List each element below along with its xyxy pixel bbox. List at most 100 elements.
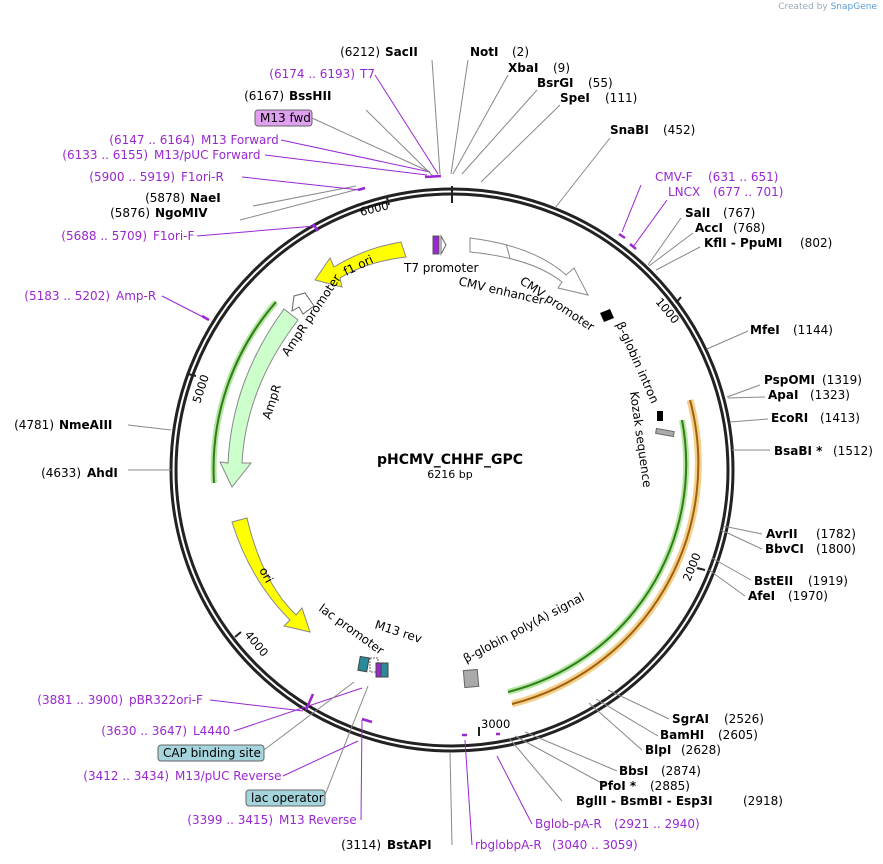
site-pspomi-pos: (1319): [822, 373, 862, 387]
site-sacii-pos: (6212): [340, 45, 380, 59]
site-bstapi-pos: (3114): [341, 838, 381, 852]
site-ngomiv-pos: (5876): [110, 206, 150, 220]
primer-leaders: [161, 74, 668, 846]
primer-f1ori-f-name: F1ori-F: [153, 229, 194, 243]
ori-arrow: [231, 517, 311, 633]
site-spei-name: SpeI: [560, 91, 590, 105]
cmv-divider: [505, 243, 511, 259]
site-afei-name: AfeI: [748, 589, 775, 603]
m13-rev-block: [375, 662, 382, 678]
ampr-arrow: [219, 308, 299, 488]
site-sacii-name: SacII: [385, 45, 418, 59]
plasmid-name: pHCMV_CHHF_GPC: [377, 452, 523, 468]
primer-amp-r-name: Amp-R: [116, 289, 156, 303]
primer-t7-name: T7: [359, 67, 375, 81]
primer-m13-rev-range: (3399 .. 3415): [187, 813, 273, 827]
right-sites: NotI (2) XbaI (9) BsrGI (55) SpeI (111) …: [470, 45, 873, 808]
site-sgrai-pos: (2526): [724, 712, 764, 726]
site-nmeaiii-name: NmeAIII: [59, 418, 112, 432]
site-bglii-bsmbi-esp3i-pos: (2918): [743, 794, 783, 808]
site-noti-pos: (2): [512, 45, 529, 59]
site-kfli-ppumi-name: KflI - PpuMI: [704, 236, 782, 250]
label-polya-signal: β-globin poly(A) signal: [461, 590, 587, 666]
site-acci-name: AccI: [695, 221, 723, 235]
site-bbsi-name: BbsI: [619, 764, 648, 778]
primer-bglob-pa-r-name: Bglob-pA-R: [535, 817, 602, 831]
green-arc-left: [212, 301, 277, 484]
cap-box: [157, 744, 265, 762]
site-bbvci-pos: (1800): [816, 542, 856, 556]
primer-m13fwd-name: M13 Forward: [201, 133, 279, 147]
primer-rbglobpa-r-name: rbglobpA-R: [475, 838, 542, 852]
cmv-arrow: [469, 237, 589, 296]
primer-m13puc-fwd-name: M13/pUC Forward: [154, 148, 261, 162]
site-pspomi-name: PspOMI: [764, 373, 815, 387]
lacop-leader: [324, 685, 369, 796]
primer-m13puc-rev-range: (3412 .. 3434): [83, 769, 169, 783]
site-naei-name: NaeI: [190, 191, 221, 205]
cap-box-label: CAP binding site: [163, 746, 261, 760]
primer-m13-rev-name: M13 Reverse: [279, 813, 357, 827]
site-snabi-name: SnaBI: [610, 123, 649, 137]
kozak-marker: [657, 411, 663, 421]
snapgene-logo: SnapGene: [830, 2, 877, 12]
primer-cmv-f-name: CMV-F: [655, 170, 693, 184]
site-ecori-name: EcoRI: [771, 411, 808, 425]
primer-m13puc-rev-name: M13/pUC Reverse: [175, 769, 282, 783]
site-bsabi-pos: (1512): [833, 444, 873, 458]
leader-lines: [127, 59, 770, 846]
site-xbai-name: XbaI: [508, 61, 538, 75]
site-noti-name: NotI: [470, 45, 499, 59]
site-pfoi-name: PfoI *: [599, 779, 637, 793]
feature-shapes: [219, 234, 675, 689]
site-bsteii-pos: (1919): [808, 574, 848, 588]
site-acci-pos: (768): [733, 221, 765, 235]
site-bglii-bsmbi-esp3i-name: BglII - BsmBI - Esp3I: [576, 794, 713, 808]
site-blpi-pos: (2628): [681, 743, 721, 757]
m13fwd-leader: [311, 117, 431, 173]
ampr-promoter-arrow: [291, 292, 315, 315]
primer-m13fwd-range: (6147 .. 6164): [109, 133, 195, 147]
site-avrii-pos: (1782): [816, 527, 856, 541]
site-bbvci-name: BbvCI: [765, 542, 804, 556]
orange-arc: [511, 399, 700, 705]
site-apai-name: ApaI: [768, 388, 798, 402]
site-mfei-name: MfeI: [750, 323, 780, 337]
primer-m13puc-fwd-range: (6133 .. 6155): [62, 148, 148, 162]
tick-6000: 6000: [358, 198, 390, 219]
primer-labels: (6174 .. 6193) T7 (6147 .. 6164) M13 For…: [24, 67, 783, 852]
site-bbsi-pos: (2874): [661, 764, 701, 778]
label-t7-promoter: T7 promoter: [403, 261, 479, 275]
primer-lncx-name: LNCX: [668, 185, 700, 199]
primer-pbr322ori-f-range: (3881 .. 3900): [37, 693, 123, 707]
primer-f1ori-r-range: (5900 .. 5919): [89, 170, 175, 184]
primer-rbglobpa-r-range: (3040 .. 3059): [552, 838, 638, 852]
site-apai-pos: (1323): [810, 388, 850, 402]
primer-f1ori-f-range: (5688 .. 5709): [61, 229, 147, 243]
primer-amp-r-range: (5183 .. 5202): [24, 289, 110, 303]
tick-3000: 3000: [481, 717, 510, 731]
primer-marks: [201, 174, 637, 737]
site-ngomiv-name: NgoMIV: [155, 206, 208, 220]
t7-promoter-marker: [432, 235, 440, 255]
kozak-bar: [655, 427, 675, 438]
site-sgrai-name: SgrAI: [672, 712, 709, 726]
site-mfei-pos: (1144): [793, 323, 833, 337]
site-bsabi-name: BsaBI *: [774, 444, 823, 458]
polya-block: [462, 668, 480, 689]
site-bsrgi-pos: (55): [588, 76, 613, 90]
plasmid-length: 6216 bp: [427, 468, 472, 481]
site-bamhi-pos: (2605): [718, 728, 758, 742]
lac-operator-block: [380, 662, 389, 678]
label-kozak: Kozak sequence: [627, 390, 654, 488]
bglobin-intron-marker: [600, 309, 614, 322]
primer-t7-range: (6174 .. 6193): [269, 67, 355, 81]
primer-f1ori-r-name: F1ori-R: [181, 170, 224, 184]
site-pfoi-pos: (2885): [650, 779, 690, 793]
site-spei-pos: (111): [605, 91, 637, 105]
boxed-labels: M13 fwd CAP binding site lac operator: [157, 109, 431, 807]
site-bamhi-name: BamHI: [660, 728, 704, 742]
site-sali-name: SalI: [685, 206, 710, 220]
primer-lncx-range: (677 .. 701): [713, 185, 783, 199]
